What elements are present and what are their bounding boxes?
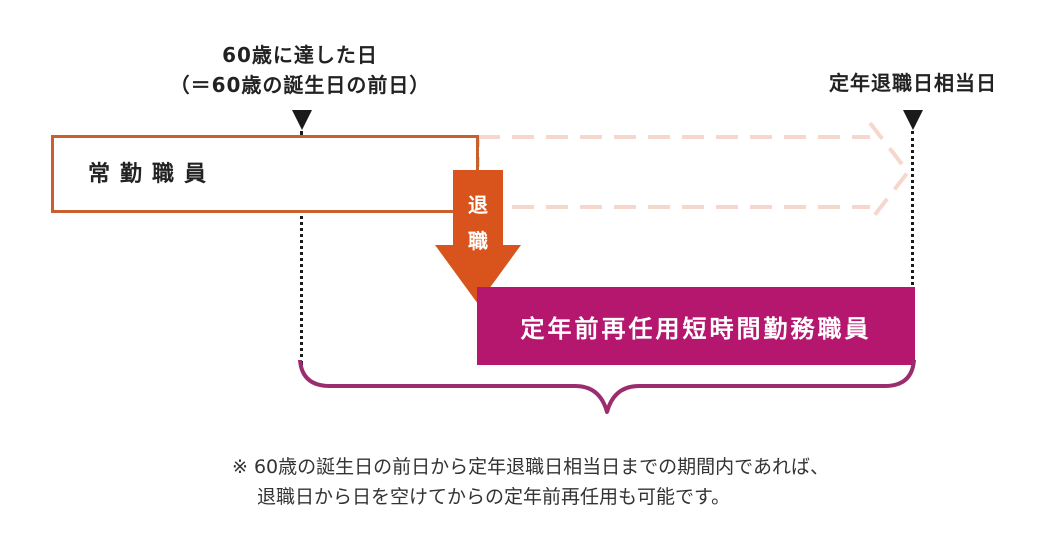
retirement-day-guide-line bbox=[911, 131, 914, 285]
period-brace bbox=[298, 360, 916, 414]
footnote: ※ 60歳の誕生日の前日から定年退職日相当日までの期間内であれば、 退職日から日… bbox=[232, 452, 829, 512]
footnote-line2: 退職日から日を空けてからの定年前再任用も可能です。 bbox=[257, 486, 731, 508]
retirement-arrow-icon bbox=[435, 170, 521, 304]
retirement-char-1: 退 bbox=[468, 193, 488, 217]
footnote-line1: ※ 60歳の誕生日の前日から定年退職日相当日までの期間内であれば、 bbox=[232, 456, 829, 478]
retirement-arrow-label: 退 職 bbox=[458, 190, 498, 256]
age60-label: 60歳に達した日 （＝60歳の誕生日の前日） bbox=[150, 40, 450, 100]
retirement-day-marker-icon bbox=[903, 110, 923, 130]
age60-guide-line bbox=[300, 131, 303, 365]
retirement-day-label: 定年退職日相当日 bbox=[829, 71, 997, 95]
continuation-dashed-arrow bbox=[476, 121, 911, 223]
age60-label-line1: 60歳に達した日 bbox=[222, 43, 378, 67]
age60-marker-icon bbox=[292, 110, 312, 130]
full-time-employee-label: 常勤職員 bbox=[88, 162, 217, 187]
full-time-employee-box bbox=[51, 135, 479, 213]
reappointment-box bbox=[477, 287, 915, 365]
retirement-char-2: 職 bbox=[468, 229, 488, 253]
age60-label-line2: （＝60歳の誕生日の前日） bbox=[169, 73, 431, 97]
reappointment-label: 定年前再任用短時間勤務職員 bbox=[520, 314, 872, 343]
